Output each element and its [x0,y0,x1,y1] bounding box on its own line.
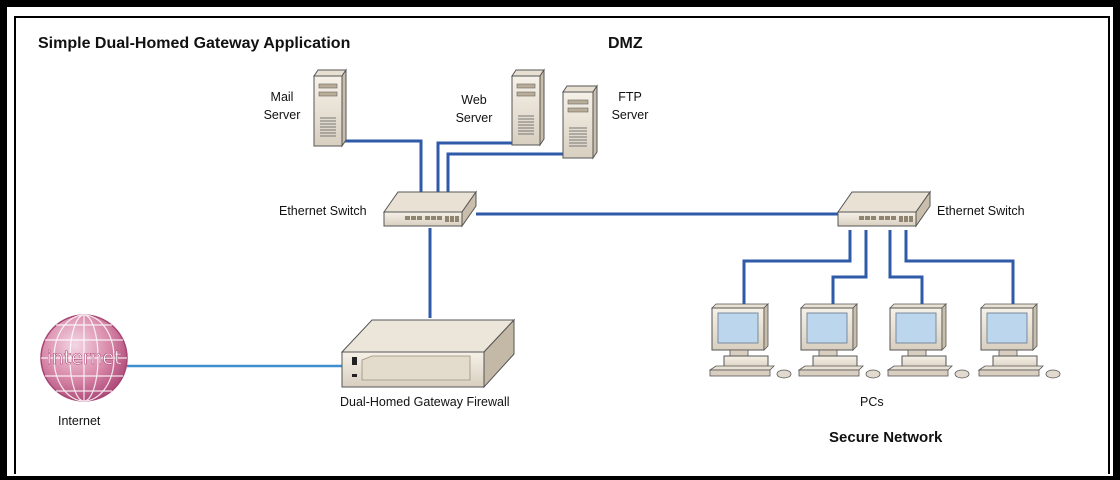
diagram-title: Simple Dual-Homed Gateway Application [38,35,351,52]
link-pc4 [904,230,1015,306]
internet-label: Internet [58,414,101,428]
firewall-icon [340,318,516,389]
dmz-switch-label: Ethernet Switch [279,204,367,218]
pc-icon [886,303,970,379]
mail-server-label-line1: Mail [270,90,294,104]
inner-frame [14,16,1110,474]
mail-server-label-line2: Server [263,108,301,122]
pc-icon [797,303,881,379]
pc-icon [977,303,1061,379]
firewall-label: Dual-Homed Gateway Firewall [340,395,510,409]
internet-globe-text: internet [46,347,121,369]
link-pc2 [831,230,868,306]
pcs-label: PCs [860,395,884,409]
dmz-label: DMZ [608,35,643,52]
link-mail-switch [336,139,423,192]
secure-network-label: Secure Network [829,429,943,446]
link-ftp-switch [446,150,569,192]
ftp-server-label-line2: Server [611,108,649,122]
ftp-server-label-line1: FTP [618,90,642,104]
internet-globe-icon: internet [40,314,128,402]
web-server-label: Web Server [456,91,493,127]
link-web-switch [436,135,521,192]
web-server-icon [511,68,545,147]
web-server-label-line2: Server [455,111,493,125]
mail-server-label: Mail Server [264,88,301,124]
pc-icon [708,303,792,379]
dmz-switch-icon [383,190,477,228]
link-pc3 [888,230,924,306]
secure-switch-icon [837,190,931,228]
link-pc1 [742,230,852,306]
mail-server-icon [313,68,347,148]
ftp-server-label: FTP Server [612,88,649,124]
ftp-server-icon [562,84,598,160]
secure-switch-label: Ethernet Switch [937,204,1025,218]
web-server-label-line1: Web [461,93,487,107]
